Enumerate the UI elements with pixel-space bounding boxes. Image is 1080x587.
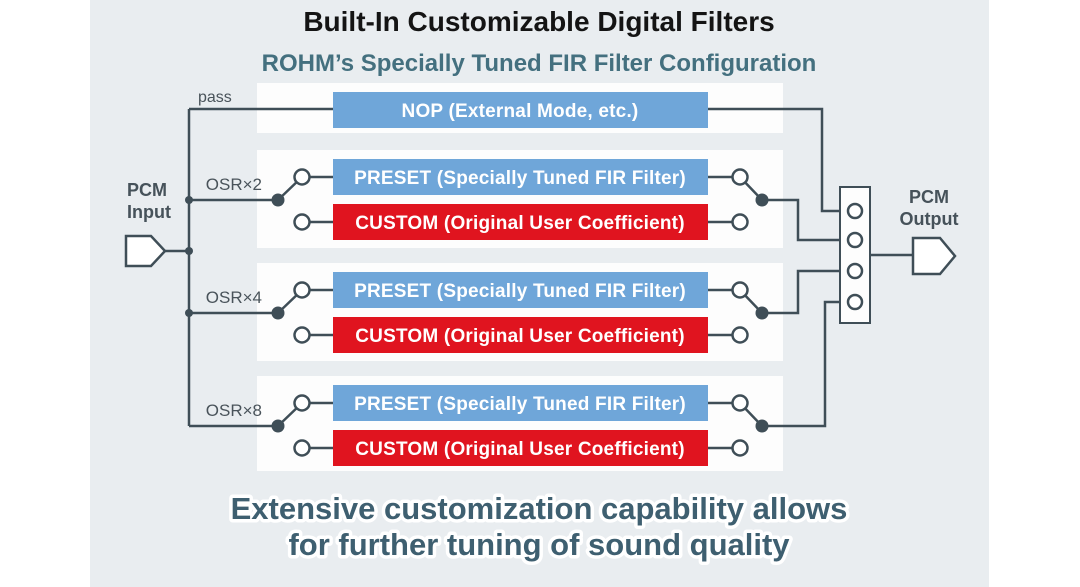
contact-custom-in-osr4 xyxy=(293,326,311,344)
osr4-label: OSR×4 xyxy=(206,288,262,307)
wire-route-osr8 xyxy=(762,300,848,428)
custom-box-osr2 xyxy=(333,204,708,240)
page-subtitle: ROHM’s Specially Tuned FIR Filter Config… xyxy=(262,50,817,77)
contact-custom-out-osr2 xyxy=(731,213,749,231)
contact-custom-in-osr2 xyxy=(293,213,311,231)
pcm-input-label-line1: PCM xyxy=(127,180,167,200)
wire-route-nop xyxy=(708,107,848,213)
custom-box-osr2-label: CUSTOM (Original User Coefficient) xyxy=(355,213,685,234)
preset-box-osr4 xyxy=(333,272,708,308)
junction-input xyxy=(185,247,193,255)
pcm-input-arrow-icon xyxy=(124,234,167,268)
contact-preset-out-osr4 xyxy=(731,281,749,299)
custom-box-osr8-label: CUSTOM (Original User Coefficient) xyxy=(355,439,685,460)
pcm-output-label-line2: Output xyxy=(900,209,959,229)
preset-box-osr2-label: PRESET (Specially Tuned FIR Filter) xyxy=(354,168,686,189)
junctions xyxy=(185,193,769,433)
custom-box-osr4-label: CUSTOM (Original User Coefficient) xyxy=(355,326,685,347)
selector-port-osr2 xyxy=(846,231,864,249)
preset-box-osr2 xyxy=(333,159,708,195)
nop-box xyxy=(333,92,708,128)
contact-custom-in-osr8 xyxy=(293,439,311,457)
pcm-output-arrow-icon xyxy=(911,236,957,276)
nop-box-label: NOP (External Mode, etc.) xyxy=(402,101,639,122)
preset-box-osr8-label: PRESET (Specially Tuned FIR Filter) xyxy=(354,394,686,415)
page-title: Built-In Customizable Digital Filters xyxy=(303,6,774,37)
contact-preset-out-osr2 xyxy=(731,168,749,186)
preset-box-osr4-label: PRESET (Specially Tuned FIR Filter) xyxy=(354,281,686,302)
pivot-out-osr4 xyxy=(755,306,769,320)
contact-custom-out-osr4 xyxy=(731,326,749,344)
caption-line1: Extensive customization capability allow… xyxy=(231,491,848,526)
custom-box-osr4 xyxy=(333,317,708,353)
pivot-out-osr8 xyxy=(755,419,769,433)
contact-preset-in-osr2 xyxy=(293,168,311,186)
pcm-output-label-line1: PCM xyxy=(909,187,949,207)
osr2-label: OSR×2 xyxy=(206,175,262,194)
pivot-in-osr4 xyxy=(271,306,285,320)
osr8-label: OSR×8 xyxy=(206,401,262,420)
wire-route-osr4 xyxy=(762,269,848,315)
junction-osr4 xyxy=(185,309,193,317)
pivot-out-osr2 xyxy=(755,193,769,207)
contact-custom-out-osr8 xyxy=(731,439,749,457)
selector-port-osr4 xyxy=(846,262,864,280)
pivot-in-osr8 xyxy=(271,419,285,433)
contact-preset-out-osr8 xyxy=(731,394,749,412)
pass-label: pass xyxy=(198,89,232,106)
pcm-input-label-line2: Input xyxy=(127,202,171,222)
junction-osr2 xyxy=(185,196,193,204)
contact-preset-in-osr4 xyxy=(293,281,311,299)
pivot-in-osr2 xyxy=(271,193,285,207)
wire-route-osr2 xyxy=(762,198,848,242)
custom-box-osr8 xyxy=(333,430,708,466)
contact-preset-in-osr8 xyxy=(293,394,311,412)
caption-line2: for further tuning of sound quality xyxy=(288,527,790,562)
selector-port-osr8 xyxy=(846,293,864,311)
preset-box-osr8 xyxy=(333,385,708,421)
selector-port-nop xyxy=(846,202,864,220)
